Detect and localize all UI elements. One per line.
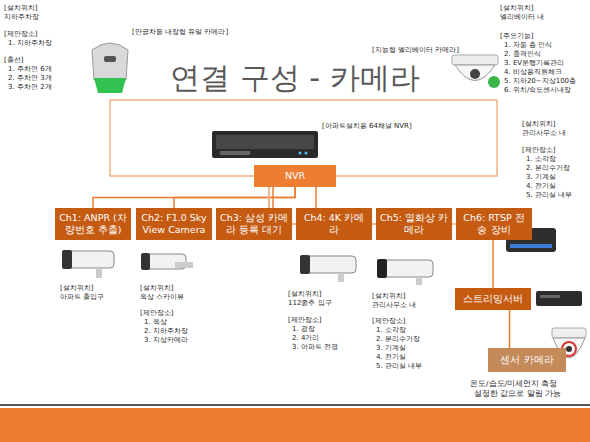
annotation-text: 설정한 값으로 알림 가능 [474,390,561,398]
process-box: Ch5: 열화상 카메라 [376,208,452,240]
annotation-text: 4. 전기실 [376,353,406,361]
node-text: 센서 카메라 [500,354,553,366]
annotation-text: 2. 4거리 [292,334,319,342]
annotation-text: [제안장소] [140,309,173,317]
annotation-text: 4. 비상용직원체크 [504,68,562,76]
annotation-text: [설치위치] [60,284,93,292]
annotation-text: 4. 전기실 [526,182,556,190]
annotation-text: 5. 관리실 내부 [376,362,422,370]
process-box: Ch3: 삼성 카메라 등록 대기 [216,208,292,240]
process-box: Ch4: 4K 카메라 [296,208,372,240]
annotation-text: [아파트설치용 64채널 NVR] [322,122,412,130]
annotation-text: [설치위치] [522,120,555,128]
node-text: Ch6: RTSP 전송 장비 [459,212,529,236]
annotation-text: [제안장소] [372,317,405,325]
annotation-text: 1. 주차면 6개 [8,65,52,73]
annotation-text: [설치위치] [288,290,321,298]
annotation-text: 2. 충격인식 [504,50,541,58]
node-text: Ch5: 열화상 카메라 [379,212,449,236]
node-text: Ch4: 4K 카메라 [299,212,369,236]
annotation-text: 2. 분리수거장 [526,164,570,172]
annotation-text: 엘리베이터 내 [500,13,544,21]
connector-line [492,240,494,288]
diagram-title: 연결 구성 - 카메라 [0,60,590,96]
skyview-camera [141,253,193,270]
connector-line [93,187,295,208]
annotation-text: [주요기능] [500,32,533,40]
process-box: Ch6: RTSP 전송 장비 [456,208,532,240]
process-box: 스트리밍서버 [455,288,531,310]
process-box: 센서 카메라 [488,348,566,372]
connector-line [315,187,317,208]
annotation-text: 2. 주차면 3개 [8,74,52,82]
node-text: Ch3: 삼성 카메라 등록 대기 [219,212,289,236]
annotation-text: 3. EV운행기록관리 [504,59,564,67]
annotation-text: [제안장소] [288,316,321,324]
annotation-text: 1. 자동 층 인식 [504,41,552,49]
annotation-text: 1. 옥상 [144,318,167,326]
annotation-text: 1. 지하주차장 [8,39,52,47]
annotation-text: 3. 지상카메라 [144,336,188,344]
node-text: Ch2: F1.0 Sky View Camera [139,212,209,236]
node-text: NVR [285,170,305,182]
annotation-text: 관리사무소 내 [372,301,416,309]
annotation-text: [제안장소] [522,146,555,154]
node-text: 스트리밍서버 [463,293,523,305]
nvr-device [212,131,318,158]
footer-band [0,408,590,442]
process-box: Ch1: ANPR (차량번호 추출) [55,208,131,240]
camera-wire [110,99,497,101]
annotation-text: 1. 소각장 [526,155,556,163]
annotation-text: [출선] [4,56,23,64]
footer-line [0,404,590,406]
thermal-camera [377,259,433,285]
4k-camera [300,255,356,282]
dual-camera [92,43,128,93]
camera-wire [336,100,497,176]
annotation-text: 옥상 스카이뷰 [140,293,184,301]
node-text: Ch1: ANPR (차량번호 추출) [58,212,128,236]
annotation-text: [설치위치] [372,292,405,300]
annotation-text: 1. 소각장 [376,326,406,334]
annotation-text: [만공차등 내장형 듀얼 카메라] [132,28,228,36]
annotation-text: [설치위치] [140,284,173,292]
elevator-camera [452,55,500,88]
process-box: Ch2: F1.0 Sky View Camera [136,208,212,240]
annotation-text: [제안장소] [4,30,37,38]
connector-line [509,310,511,348]
annotation-text: [지능형 엘리베이터 카메라] [372,46,459,54]
bullet-camera [62,250,114,278]
annotation-text: [설치위치] [500,4,533,12]
annotation-text: 5. 지하20~지상100층 [504,77,576,85]
annotation-text: 3. 아파트 전경 [292,343,338,351]
annotation-text: 지하주차장 [4,13,39,21]
server-device [536,291,582,306]
annotation-text: 3. 기계실 [526,173,556,181]
annotation-text: 관리사무소 내 [522,129,566,137]
annotation-text: 3. 주차면 2개 [8,83,52,91]
annotation-text: 1. 광장 [292,325,315,333]
annotation-text: 온도/습도/미세먼지 측정 [470,380,557,388]
annotation-text: 3. 기계실 [376,344,406,352]
annotation-text: 2. 분리수거장 [376,335,420,343]
annotation-text: 5. 관리실 내부 [526,191,572,199]
annotation-text: 6. 위치/속도센서내장 [504,86,571,94]
annotation-text: 2. 지하주차장 [144,327,188,335]
connector-line [272,187,274,208]
connector-line [174,187,295,208]
annotation-text: 112종추 입구 [288,299,332,307]
annotation-text: [설치위치] [4,4,37,12]
process-box: NVR [254,165,336,187]
annotation-text: 아파트 출입구 [60,293,104,301]
